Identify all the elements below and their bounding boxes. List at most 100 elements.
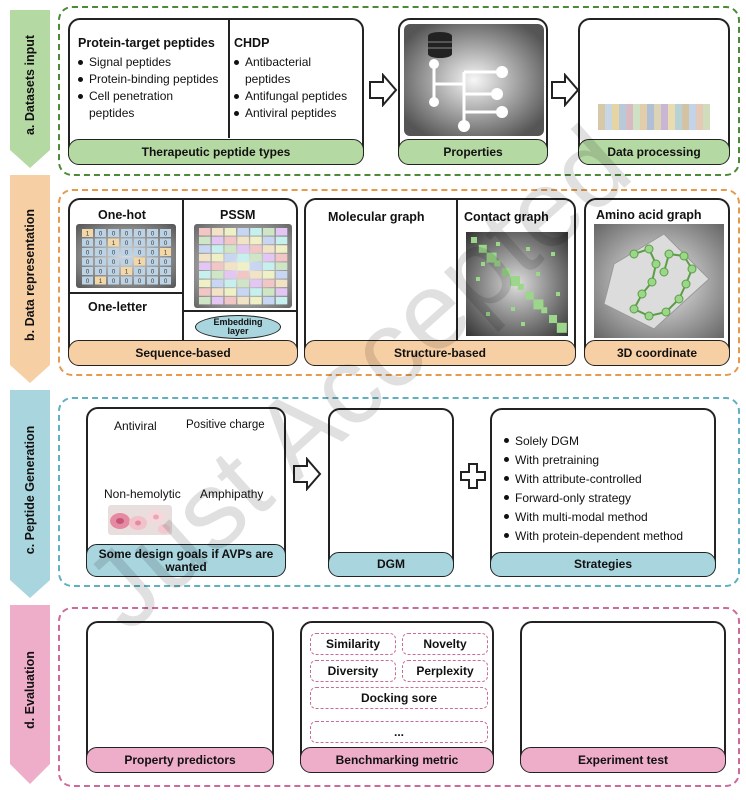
peptide-types-footer: Therapeutic peptide types [68,139,364,165]
svg-text:0: 0 [138,279,142,285]
svg-text:1: 1 [125,270,129,276]
svg-text:0: 0 [86,241,90,247]
svg-text:0: 0 [151,270,155,276]
embedding-layer-label: Embedding layer [213,317,263,336]
svg-text:1: 1 [86,232,90,238]
list-item: Protein-binding peptides [76,71,228,88]
svg-text:0: 0 [99,270,103,276]
metric-perplexity: Perplexity [402,660,488,682]
right-arrow-icon [369,73,398,107]
protein-target-list: Signal peptides Protein-binding peptides… [76,54,228,122]
svg-text:0: 0 [125,232,129,238]
design-goals-footer: Some design goals if AVPs are wanted [86,544,286,577]
list-item: Antifungal peptides [232,88,360,105]
plus-icon [460,463,486,489]
list-item: Solely DGM [502,432,712,451]
svg-text:0: 0 [151,232,155,238]
svg-text:0: 0 [125,241,129,247]
list-item: With attribute-controlled [502,470,712,489]
stage-d-label: d. Evaluation [23,651,37,729]
goal-non-hemolytic: Non-hemolytic [104,487,181,501]
svg-text:1: 1 [164,251,168,257]
goal-amphipathy: Amphipathy [200,487,264,501]
color-strips-image [598,104,710,130]
svg-text:0: 0 [99,241,103,247]
pssm-matrix [194,224,292,308]
svg-text:0: 0 [138,241,142,247]
contact-graph-title: Contact graph [464,210,549,224]
database-network-icon [404,24,544,136]
svg-text:1: 1 [138,260,142,266]
goal-positive-charge: Positive charge [186,419,265,431]
svg-text:0: 0 [99,232,103,238]
svg-text:1: 1 [112,241,116,247]
list-item: Antiviral peptides [232,105,360,122]
list-item: With pretraining [502,451,712,470]
properties-footer: Properties [398,139,548,165]
stage-c-label: c. Peptide Generation [23,425,37,555]
svg-text:0: 0 [151,241,155,247]
right-arrow-icon [293,457,322,491]
contact-map-image [466,232,568,336]
svg-text:0: 0 [112,232,116,238]
stage-c-outline [58,397,740,587]
svg-text:0: 0 [112,260,116,266]
strategies-list: Solely DGM With pretraining With attribu… [502,432,712,546]
sequence-based-card: One-hot 1 0 0 0 0 0 0 0 0 1 0 0 0 0 0 0 0 0 0 0 1 0 0 0 0 1 0 0 0 0 0 1… [68,198,298,366]
svg-text:0: 0 [86,260,90,266]
red-blood-cells-image [108,505,172,535]
svg-text:0: 0 [112,251,116,257]
svg-text:0: 0 [99,260,103,266]
list-item: Antibacterial peptides [232,54,323,88]
chdp-list: Antibacterial peptides Antifungal peptid… [232,54,360,122]
divider [182,310,296,312]
svg-text:0: 0 [164,260,168,266]
stage-a-label: a. Datasets input [23,34,37,136]
stage-b-arrow [10,175,50,383]
strategies-card: Solely DGM With pretraining With attribu… [490,408,716,577]
divider [228,20,230,138]
metric-docking: Docking sore [310,687,488,709]
svg-text:0: 0 [151,260,155,266]
svg-text:0: 0 [86,270,90,276]
stage-b-label: b. Data representation [23,209,37,341]
svg-text:0: 0 [151,251,155,257]
svg-text:0: 0 [86,279,90,285]
protein-target-title: Protein-target peptides [78,36,215,50]
svg-text:0: 0 [164,270,168,276]
list-item: Signal peptides [76,54,228,71]
amino-acid-graph-image [594,224,724,338]
metric-similarity: Similarity [310,633,396,655]
right-arrow-icon [551,73,580,107]
stage-c-arrow [10,390,50,598]
sequence-based-footer: Sequence-based [68,340,298,366]
metric-diversity: Diversity [310,660,396,682]
stage-b-outline [58,189,740,376]
stage-a-arrow [10,10,50,168]
list-item: Cell penetration peptides [76,88,194,122]
data-processing-footer: Data processing [578,139,730,165]
svg-text:0: 0 [112,279,116,285]
pssm-title: PSSM [220,208,256,222]
svg-text:0: 0 [164,279,168,285]
stage-a-outline [58,6,740,176]
svg-text:0: 0 [125,251,129,257]
chdp-title: CHDP [234,36,270,50]
coordinate-card: Amino acid graph [584,198,730,366]
structure-based-footer: Structure-based [304,340,576,366]
svg-text:0: 0 [112,270,116,276]
property-predictors-footer: Property predictors [86,747,274,773]
svg-text:0: 0 [138,270,142,276]
experiment-footer: Experiment test [520,747,726,773]
divider [456,200,458,342]
svg-text:1: 1 [99,279,103,285]
amino-acid-graph-title: Amino acid graph [596,208,702,222]
benchmark-footer: Benchmarking metric [300,747,494,773]
svg-text:0: 0 [86,251,90,257]
goal-antiviral: Antiviral [114,419,157,433]
list-item: With multi-modal method [502,508,712,527]
one-hot-title: One-hot [98,208,146,222]
svg-text:0: 0 [125,279,129,285]
stage-d-outline [58,607,740,787]
